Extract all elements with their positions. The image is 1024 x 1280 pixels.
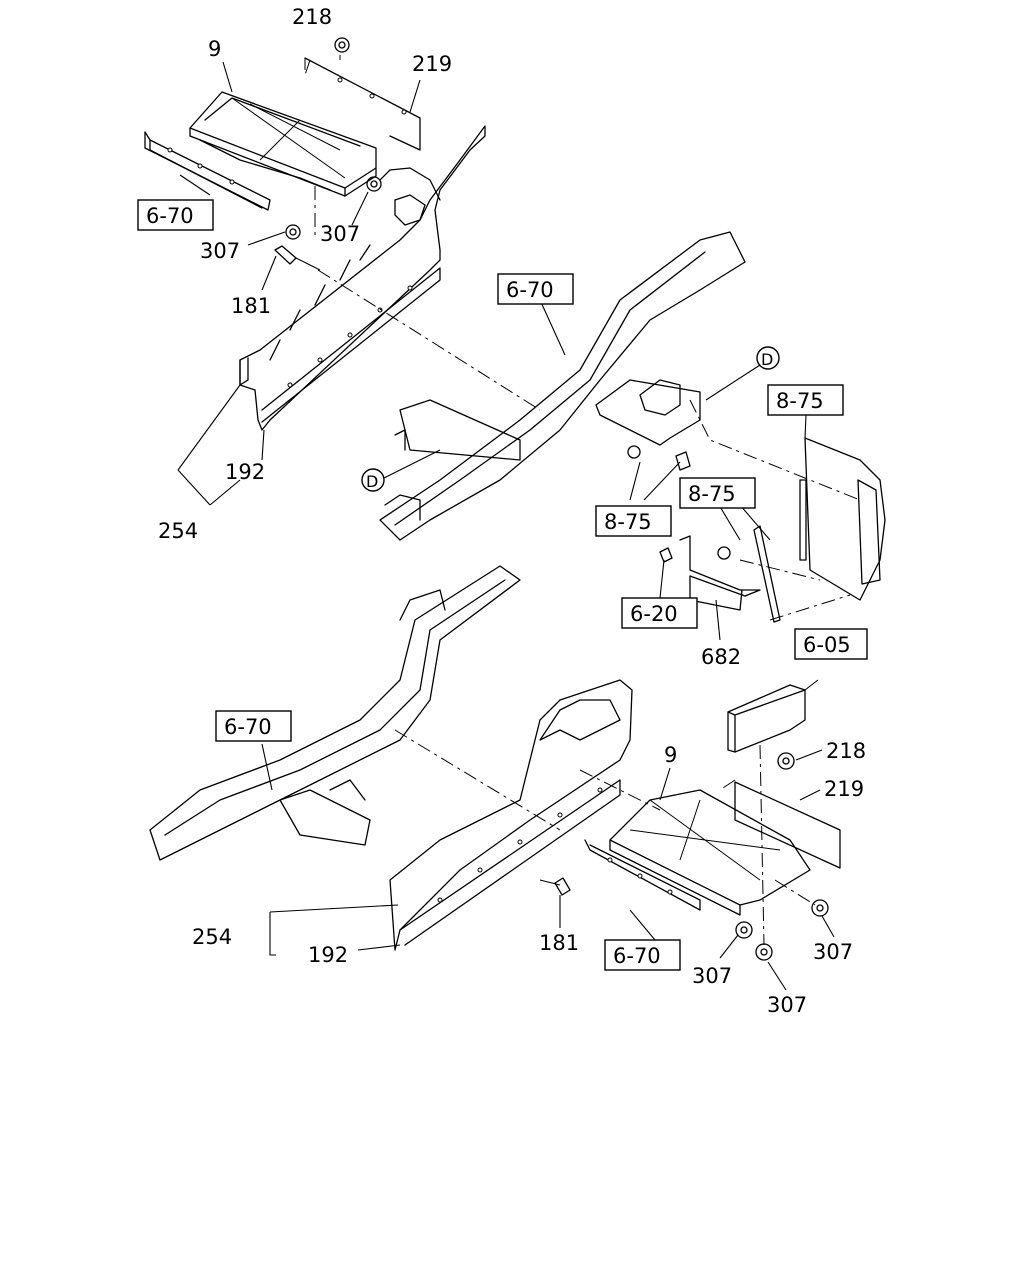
label-192-upper: 192 [225,460,265,484]
bolt-307-upper-right [366,176,382,192]
bolt-218-lower [777,752,795,770]
bracket-6-05 [727,684,806,753]
label-254-lower: 254 [192,925,232,949]
part-254-bracket-upper [239,125,486,431]
bracket-8-75-right [799,437,886,601]
bracket-682 [659,525,781,623]
ref-box-8-75-middle[interactable]: 8-75 [679,477,756,509]
bolt-181-upper [274,245,321,271]
frame-6-70-middle [379,231,746,541]
ref-box-6-05[interactable]: 6-05 [794,628,868,660]
bolt-307-upper-left [285,224,301,240]
bolt-307-lower-bottom [755,943,773,961]
marker-d-text: D [761,350,773,369]
label-307-upper-right: 307 [320,222,360,246]
marker-d-left: D [361,468,385,492]
ref-box-6-20[interactable]: 6-20 [621,597,698,629]
bolt-307-lower-left [735,921,753,939]
label-9-lower: 9 [664,743,677,767]
label-192-lower: 192 [308,943,348,967]
label-181-lower: 181 [539,931,579,955]
ref-label-8-75: 8-75 [604,510,652,534]
ref-box-6-70-lower-right[interactable]: 6-70 [604,939,681,971]
label-682: 682 [701,645,741,669]
ref-label-6-70: 6-70 [613,944,661,968]
label-219-lower: 219 [824,777,864,801]
bolt-307-lower-right [811,899,829,917]
ref-label-6-05: 6-05 [803,633,851,657]
labels: 218 9 219 6-70 307 307 181 6-70 192 254 … [137,5,868,1017]
ref-label-8-75: 8-75 [688,482,736,506]
part-254-bracket-lower [389,679,633,951]
label-307-lower-left: 307 [692,964,732,988]
label-9-upper: 9 [208,37,221,61]
ref-label-6-70: 6-70 [506,278,554,302]
part-9-tray-lower [584,789,811,916]
label-254-upper: 254 [158,519,198,543]
part-219-plate-upper [304,57,421,151]
label-218-upper: 218 [292,5,332,29]
ref-label-6-20: 6-20 [630,602,678,626]
ref-box-6-70-upper-left[interactable]: 6-70 [137,199,214,231]
label-218-lower: 218 [826,739,866,763]
part-219-plate-lower [734,781,841,869]
ref-label-6-70: 6-70 [146,204,194,228]
ref-box-6-70-lower-left[interactable]: 6-70 [215,710,292,742]
ref-label-8-75: 8-75 [776,389,824,413]
marker-d-right: D [756,346,780,370]
bolt-181-lower [539,877,571,896]
ref-box-6-70-upper-center[interactable]: 6-70 [497,273,574,305]
ref-label-6-70: 6-70 [224,715,272,739]
label-307-lower-bottom: 307 [767,993,807,1017]
ref-box-8-75-left[interactable]: 8-75 [595,505,672,537]
label-307-lower-right: 307 [813,940,853,964]
label-219-upper: 219 [412,52,452,76]
lower-assembly [149,565,841,991]
marker-d-text: D [366,472,378,491]
frame-6-70-lower [149,565,521,861]
part-9-tray-upper [189,91,377,197]
upper-assembly [144,37,886,641]
label-181-upper: 181 [231,294,271,318]
label-307-upper-left: 307 [200,239,240,263]
bolt-218-upper [334,37,350,53]
bracket-d-upper [595,379,701,471]
ref-box-8-75-top[interactable]: 8-75 [767,384,844,416]
rail-6-70-upper-left [144,131,271,211]
